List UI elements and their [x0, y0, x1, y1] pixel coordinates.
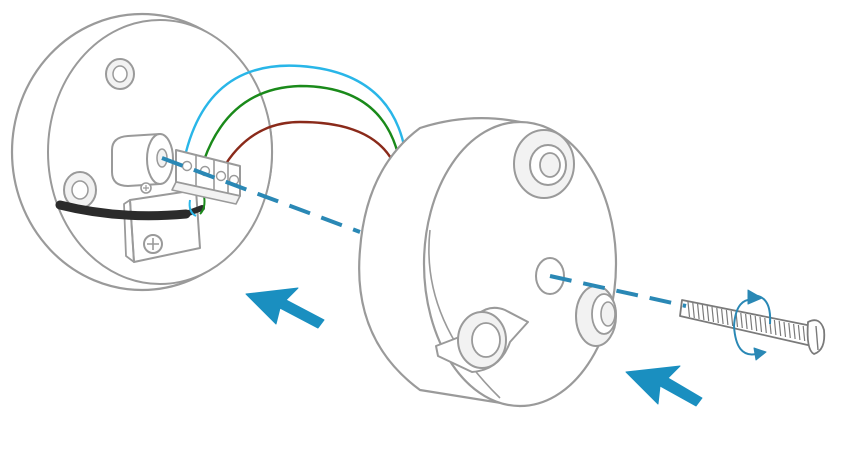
terminal-screw-3: [217, 172, 226, 181]
direction-arrow-icon: [626, 366, 702, 406]
front-housing: [359, 118, 616, 406]
bottom-gland-cap: [472, 323, 500, 357]
rotate-arrow-head-bottom: [754, 348, 766, 360]
right-gland-cap: [601, 302, 615, 326]
screw-head: [808, 320, 825, 354]
back-box-boss-left-hole: [72, 181, 88, 199]
back-box-boss-top-hole: [113, 66, 127, 82]
terminal-screw-1: [183, 162, 192, 171]
screw-icon: [680, 300, 824, 354]
rotate-arrow-head-top: [748, 290, 762, 304]
back-box: [12, 14, 272, 290]
direction-arrow-icon: [246, 288, 324, 328]
top-gland-cap: [540, 153, 560, 177]
